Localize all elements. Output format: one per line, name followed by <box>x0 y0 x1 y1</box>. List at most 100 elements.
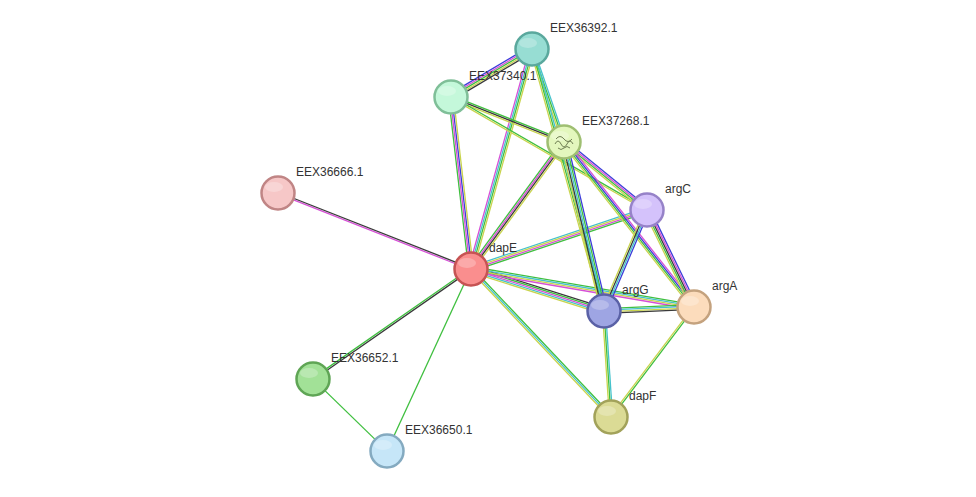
node-highlight <box>519 38 537 48</box>
evidence-line <box>579 151 636 197</box>
interaction-edge <box>621 305 677 312</box>
node-highlight <box>634 199 652 209</box>
evidence-line <box>473 65 525 252</box>
evidence-line <box>480 155 553 255</box>
node-circle <box>453 251 489 287</box>
protein-name: argG <box>622 283 649 297</box>
protein-node: EEX37268.1 <box>546 124 582 160</box>
node-disc <box>631 194 664 227</box>
node-circle <box>676 289 712 325</box>
evidence-line <box>622 321 685 404</box>
node-circle <box>546 124 582 160</box>
evidence-line <box>654 225 686 291</box>
evidence-line <box>455 114 471 252</box>
evidence-line <box>574 156 683 294</box>
evidence-line <box>576 154 685 292</box>
evidence-line <box>466 105 547 137</box>
node-disc <box>371 435 404 468</box>
evidence-line <box>488 273 677 305</box>
protein-name: EEX36666.1 <box>296 165 363 179</box>
protein-node: dapF <box>593 399 629 435</box>
node-highlight <box>265 182 283 192</box>
interaction-edge <box>565 158 603 295</box>
interaction-edge <box>294 198 456 263</box>
evidence-line <box>394 284 464 435</box>
evidence-line <box>569 158 601 294</box>
evidence-line <box>488 269 677 301</box>
node-highlight <box>681 296 699 306</box>
evidence-line <box>487 215 631 263</box>
protein-name: dapF <box>629 389 656 403</box>
protein-node: argG <box>586 293 622 329</box>
node-disc <box>455 253 488 286</box>
interaction-edge <box>326 278 457 370</box>
protein-name: EEX37340.1 <box>469 69 536 83</box>
node-circle <box>586 293 622 329</box>
evidence-line <box>656 225 688 291</box>
protein-name: EEX36652.1 <box>331 351 398 365</box>
interaction-edge <box>536 65 560 127</box>
evidence-line <box>454 114 470 252</box>
evidence-line <box>568 159 600 295</box>
evidence-line <box>487 216 631 264</box>
interaction-edge <box>325 391 375 439</box>
evidence-line <box>652 227 684 293</box>
evidence-line <box>575 155 684 293</box>
evidence-line <box>488 218 632 266</box>
evidence-line <box>326 278 456 369</box>
interaction-edge <box>466 102 549 137</box>
evidence-line <box>535 66 598 295</box>
node-highlight <box>598 406 616 416</box>
evidence-line <box>479 154 552 254</box>
protein-node: EEX36650.1 <box>369 433 405 469</box>
protein-name: EEX37268.1 <box>582 114 649 128</box>
node-disc <box>297 363 330 396</box>
interaction-edge <box>604 328 612 400</box>
node-disc <box>516 33 549 66</box>
evidence-line <box>482 156 555 256</box>
interaction-edge <box>486 213 631 266</box>
evidence-line <box>487 274 676 306</box>
interaction-edge <box>652 224 690 293</box>
interaction-edge <box>394 284 464 435</box>
protein-node: EEX36652.1 <box>295 361 331 397</box>
node-disc <box>588 295 621 328</box>
evidence-line <box>486 213 630 261</box>
node-disc <box>262 177 295 210</box>
node-circle <box>260 175 296 211</box>
evidence-line <box>488 271 677 303</box>
interaction-edge <box>482 280 601 406</box>
node-highlight <box>438 86 456 96</box>
protein-name: argC <box>665 182 691 196</box>
node-circle <box>514 31 550 67</box>
node-highlight <box>300 368 318 378</box>
node-disc <box>435 81 468 114</box>
protein-node: EEX36392.1 <box>514 31 550 67</box>
protein-node: EEX37340.1 <box>433 79 469 115</box>
node-circle <box>433 79 469 115</box>
interaction-edge <box>487 269 677 306</box>
interaction-edge <box>451 114 472 253</box>
node-disc <box>678 291 711 324</box>
protein-node: argA <box>676 289 712 325</box>
interaction-edge <box>573 154 686 295</box>
protein-name: argA <box>712 279 737 293</box>
node-disc <box>548 126 581 159</box>
node-circle <box>295 361 331 397</box>
node-circle <box>369 433 405 469</box>
node-highlight <box>374 440 392 450</box>
evidence-line <box>483 281 600 404</box>
evidence-line <box>653 226 685 292</box>
evidence-line <box>621 320 684 403</box>
node-circle <box>593 399 629 435</box>
interaction-edge <box>621 320 685 404</box>
evidence-line <box>294 200 455 264</box>
evidence-line <box>539 65 560 126</box>
evidence-line <box>573 157 682 295</box>
evidence-line <box>484 280 601 403</box>
protein-node: argC <box>629 192 665 228</box>
node-disc <box>595 401 628 434</box>
evidence-line <box>294 198 455 262</box>
evidence-line <box>452 114 468 252</box>
